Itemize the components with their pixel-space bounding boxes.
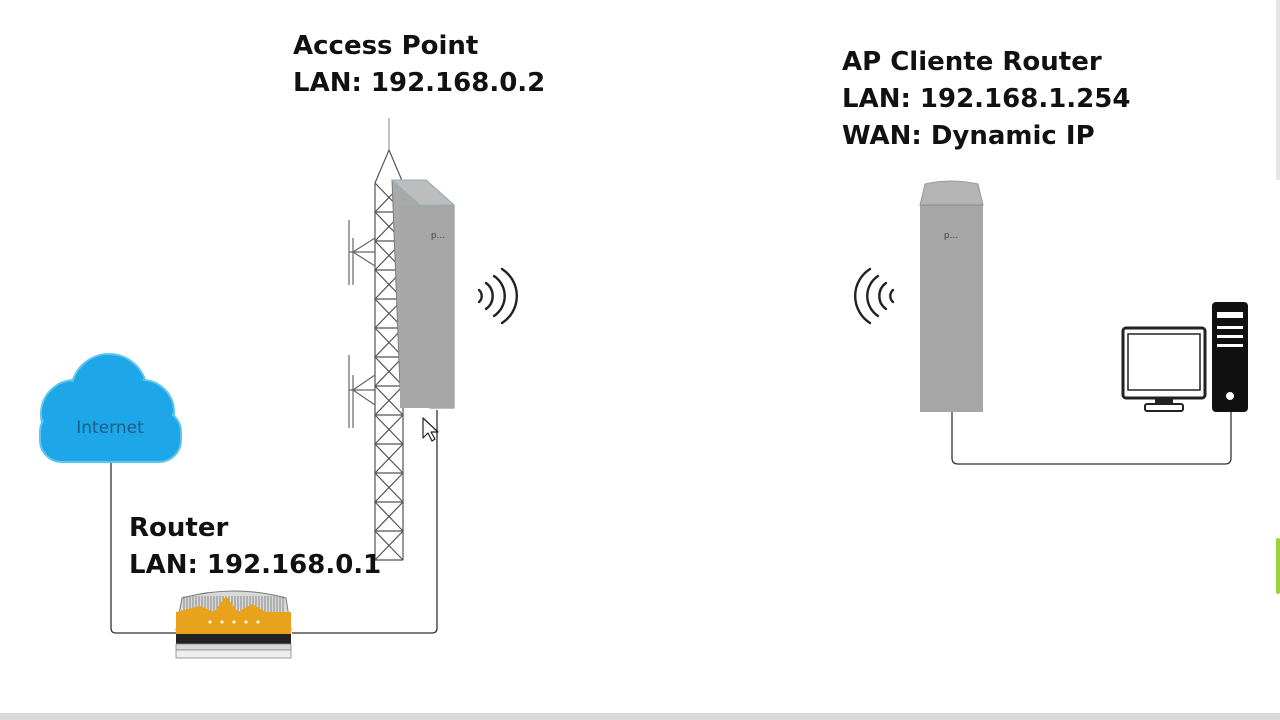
access-point-name: Access Point <box>293 31 479 61</box>
client-router-lan: LAN: 192.168.1.254 <box>842 84 1131 114</box>
access-point-label: Access Point LAN: 192.168.0.2 <box>293 28 545 102</box>
router-label: Router LAN: 192.168.0.1 <box>129 510 381 584</box>
router-lan: LAN: 192.168.0.1 <box>129 550 382 580</box>
internet-cloud: Internet <box>39 353 182 463</box>
lattice-tower <box>348 118 404 561</box>
cable-client-to-computer <box>951 410 1232 465</box>
access-point-device: p... <box>390 179 456 409</box>
wifi-signal-icon-client <box>853 267 895 325</box>
scrollbar-track <box>1276 0 1280 180</box>
side-tab[interactable] <box>1276 538 1280 594</box>
internet-label: Internet <box>76 418 144 438</box>
wifi-signal-icon <box>477 267 519 325</box>
client-router-wan: WAN: Dynamic IP <box>842 121 1095 151</box>
router-device <box>175 590 292 659</box>
cable-router-to-access-point <box>292 410 438 634</box>
client-router-name: AP Cliente Router <box>842 47 1102 77</box>
tp-link-logo-icon: p... <box>431 231 445 241</box>
access-point-lan: LAN: 192.168.0.2 <box>293 68 546 98</box>
desktop-computer-icon <box>1121 302 1248 412</box>
router-name: Router <box>129 513 229 543</box>
client-router-device: p... <box>919 180 984 412</box>
client-router-label: AP Cliente Router LAN: 192.168.1.254 WAN… <box>842 44 1130 155</box>
bottom-border <box>0 713 1280 720</box>
cable-internet-to-router <box>110 462 176 634</box>
mouse-cursor-icon <box>422 417 439 442</box>
connection-lines <box>110 410 1232 634</box>
tp-link-logo-icon-client: p... <box>944 231 958 241</box>
